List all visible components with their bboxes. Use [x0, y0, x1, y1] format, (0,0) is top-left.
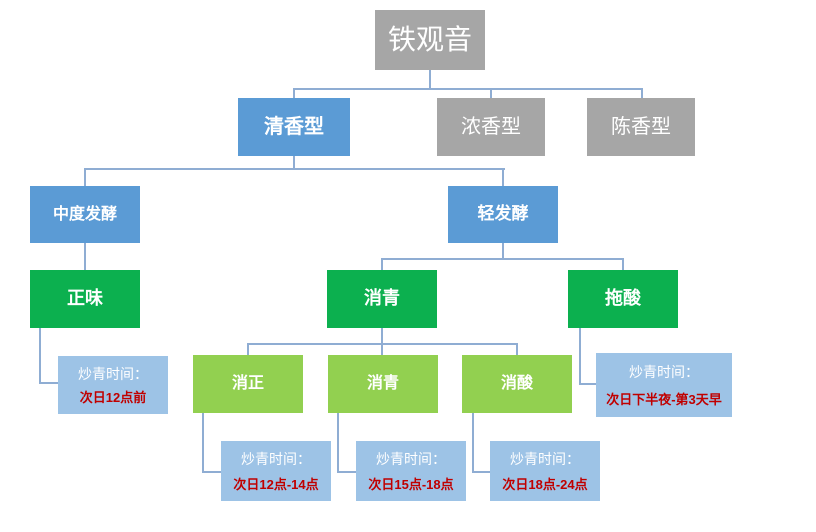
connector-line — [381, 328, 383, 344]
node-xiaozheng: 消正 — [193, 355, 303, 413]
infobox-value: 次日下半夜-第3天早 — [606, 391, 722, 407]
connector-line — [472, 471, 490, 473]
connector-line — [579, 328, 581, 385]
connector-line — [622, 258, 624, 270]
node-xiaoqing: 消青 — [327, 270, 437, 328]
connector-line — [202, 413, 204, 473]
connector-line — [293, 88, 295, 98]
infobox-xiaosuan-time: 炒青时间： 次日18点-24点 — [490, 441, 600, 501]
infobox-value: 次日18点-24点 — [502, 476, 588, 492]
infobox-label: 炒青时间： — [241, 451, 311, 468]
connector-line — [429, 70, 431, 89]
connector-line — [39, 328, 41, 384]
connector-line — [84, 168, 505, 170]
connector-line — [502, 168, 504, 186]
connector-line — [579, 383, 596, 385]
node-qingxiang-type: 清香型 — [238, 98, 350, 156]
infobox-xiaozheng-time: 炒青时间： 次日12点-14点 — [221, 441, 331, 501]
node-zhengwei: 正味 — [30, 270, 140, 328]
node-xiaoqing-sub: 消青 — [328, 355, 438, 413]
node-light-ferment: 轻发酵 — [448, 186, 558, 243]
node-xiaosuan: 消酸 — [462, 355, 572, 413]
infobox-label: 炒青时间： — [376, 451, 446, 468]
connector-line — [202, 471, 221, 473]
node-tieguanyin-root: 铁观音 — [375, 10, 485, 70]
node-medium-ferment: 中度发酵 — [30, 186, 140, 243]
infobox-label: 炒青时间： — [510, 451, 580, 468]
infobox-value: 次日15点-18点 — [368, 476, 454, 492]
connector-line — [381, 343, 383, 355]
connector-line — [641, 88, 643, 98]
infobox-xiaoqing-sub-time: 炒青时间： 次日15点-18点 — [356, 441, 466, 501]
node-nongxiang-type: 浓香型 — [437, 98, 545, 156]
connector-line — [247, 343, 249, 355]
infobox-zhengwei-time: 炒青时间： 次日12点前 — [58, 356, 168, 414]
infobox-label: 炒青时间： — [629, 364, 699, 381]
node-chenxiang-type: 陈香型 — [587, 98, 695, 156]
connector-line — [337, 471, 356, 473]
infobox-value: 次日12点前 — [79, 390, 147, 406]
connector-line — [381, 258, 383, 270]
connector-line — [39, 382, 58, 384]
connector-line — [472, 413, 474, 473]
node-tuosuan: 拖酸 — [568, 270, 678, 328]
infobox-tuosuan-time: 炒青时间： 次日下半夜-第3天早 — [596, 353, 732, 417]
connector-line — [381, 258, 624, 260]
connector-line — [293, 88, 643, 90]
connector-line — [502, 243, 504, 259]
infobox-value: 次日12点-14点 — [233, 476, 319, 492]
connector-line — [516, 343, 518, 355]
connector-line — [84, 168, 86, 186]
connector-line — [337, 413, 339, 473]
connector-line — [490, 88, 492, 98]
connector-line — [293, 156, 295, 170]
infobox-label: 炒青时间： — [78, 365, 148, 382]
connector-line — [84, 243, 86, 270]
